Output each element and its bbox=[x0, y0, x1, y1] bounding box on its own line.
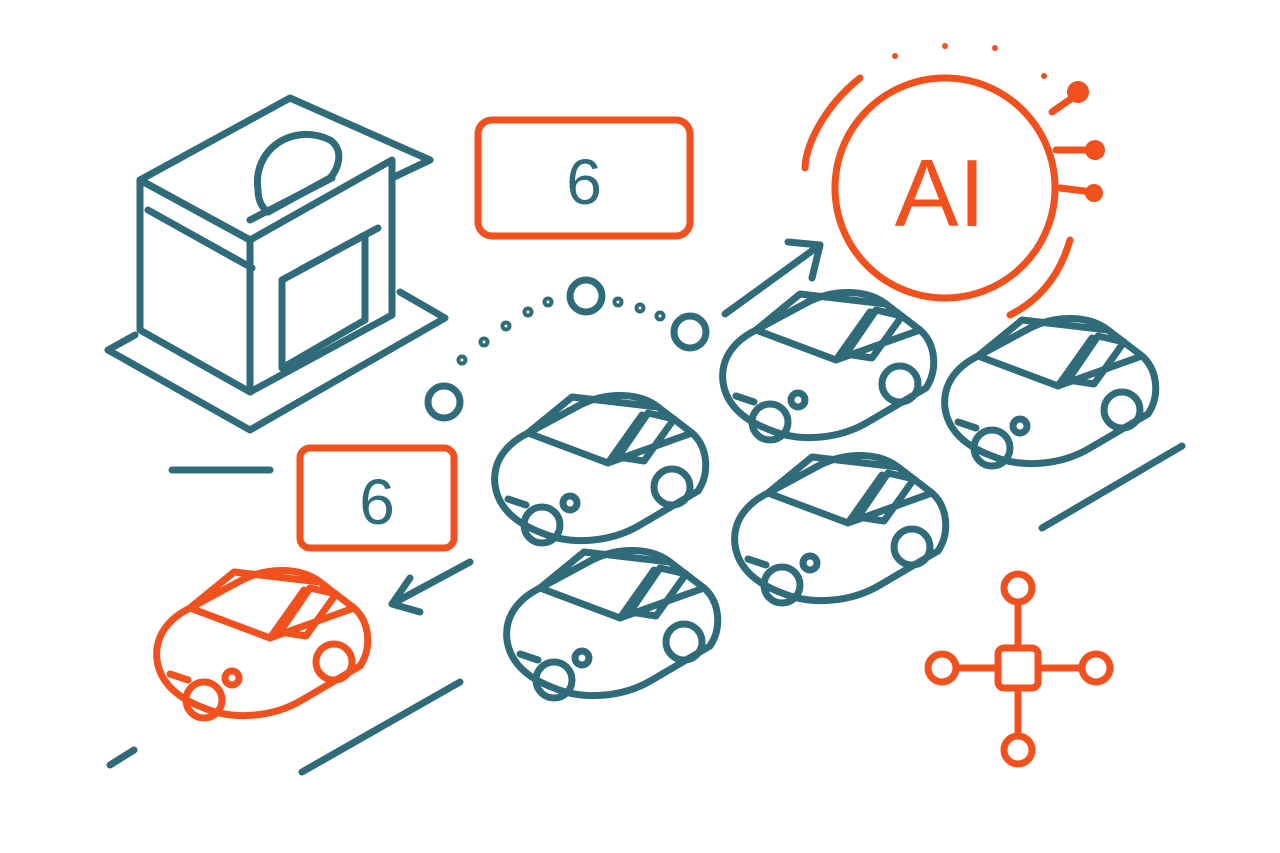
arrow-to-ai-icon bbox=[721, 238, 824, 318]
queued-car-3 bbox=[945, 318, 1156, 466]
queued-car-1 bbox=[495, 395, 706, 543]
queue-number-bottom: 6 bbox=[359, 466, 395, 538]
queued-car-2 bbox=[723, 292, 934, 440]
queued-car-5 bbox=[507, 550, 718, 698]
queued-car-4 bbox=[735, 455, 946, 603]
drive-thru-building-icon bbox=[104, 94, 449, 434]
road-lines bbox=[106, 442, 1186, 776]
queue-number-box-top: 6 bbox=[474, 116, 694, 240]
queue-number-box-bottom: 6 bbox=[296, 444, 458, 552]
queue-number-top: 6 bbox=[566, 146, 602, 218]
arrow-to-car-icon bbox=[388, 558, 474, 616]
ai-badge-icon: AI bbox=[801, 43, 1105, 319]
dotted-flow-path bbox=[424, 276, 710, 422]
network-hub-icon bbox=[924, 570, 1114, 768]
ai-label: AI bbox=[895, 140, 986, 247]
served-car-icon bbox=[157, 570, 368, 718]
